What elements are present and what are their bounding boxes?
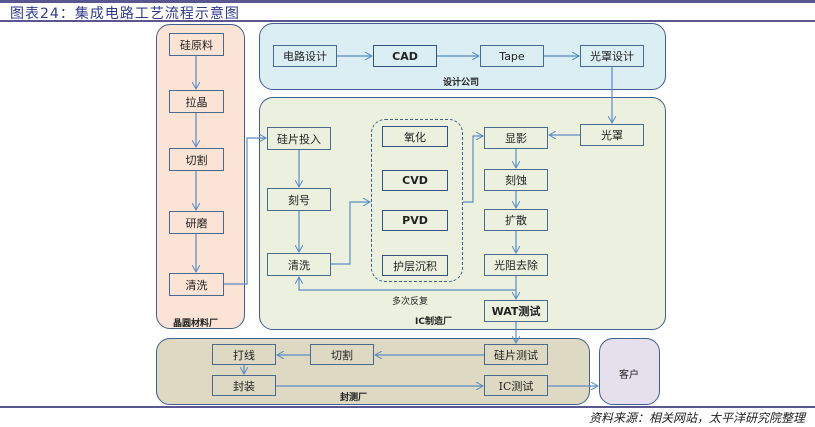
- step-packaging: 封装: [212, 375, 276, 396]
- loop-label: 多次反复: [392, 297, 429, 307]
- customer-label: 客户: [619, 370, 639, 381]
- step-wafer-input: 硅片投入: [267, 127, 331, 150]
- step-cvd: CVD: [382, 170, 448, 191]
- step-wafer-cleaning: 清洗: [169, 273, 224, 296]
- packaging-label: 封测厂: [340, 393, 368, 403]
- step-wat-test: WAT测试: [484, 300, 548, 322]
- step-crystal-pulling: 拉晶: [169, 90, 224, 113]
- step-photoresist-removal: 光阻去除: [484, 254, 548, 276]
- step-slicing: 切割: [169, 148, 224, 171]
- wafer-plant-label: 晶圆材料厂: [173, 319, 219, 329]
- figure-title: 图表24：集成电路工艺流程示意图: [10, 6, 240, 22]
- step-marking: 刻号: [267, 188, 331, 211]
- step-etching: 刻蚀: [484, 169, 548, 191]
- step-mask-design: 光罩设计: [580, 45, 644, 67]
- step-oxidation: 氧化: [382, 126, 448, 147]
- step-grinding: 研磨: [169, 211, 224, 234]
- step-wire-bonding: 打线: [212, 344, 276, 365]
- title-rule: [0, 20, 815, 22]
- step-wafer-test: 硅片测试: [484, 344, 548, 365]
- region-customer: [599, 338, 660, 405]
- step-pvd: PVD: [382, 210, 448, 231]
- step-tape: Tape: [480, 45, 544, 67]
- step-passivation: 护层沉积: [382, 255, 448, 276]
- step-raw-silicon: 硅原料: [169, 33, 224, 56]
- footer-rule: [0, 406, 815, 408]
- step-ic-test: IC测试: [484, 375, 548, 396]
- top-rule: [0, 0, 815, 3]
- step-developing: 显影: [484, 127, 548, 149]
- step-circuit-design: 电路设计: [273, 45, 337, 67]
- step-photomask: 光罩: [580, 124, 644, 146]
- step-dicing: 切割: [310, 344, 374, 365]
- design-company-label: 设计公司: [443, 78, 480, 88]
- ic-fab-label: IC制造厂: [415, 317, 452, 327]
- step-diffusion: 扩散: [484, 209, 548, 231]
- step-cad: CAD: [373, 45, 437, 67]
- source-note: 资料来源：相关网站，太平洋研究院整理: [588, 411, 805, 425]
- step-fab-cleaning: 清洗: [267, 253, 331, 276]
